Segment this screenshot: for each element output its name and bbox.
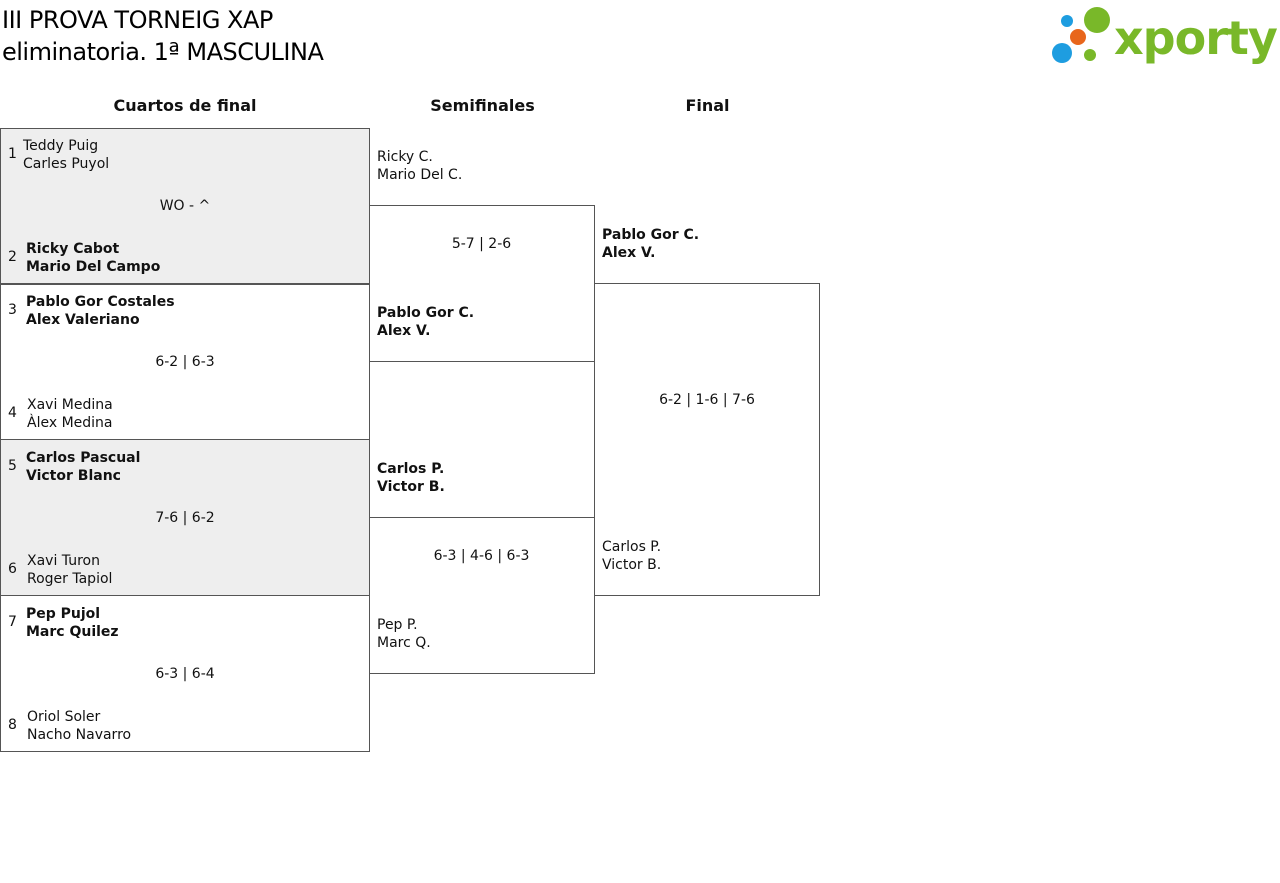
quarterfinal-match-4: 7 Pep Pujol Marc Quilez 6-3 | 6-4 8 Orio… xyxy=(0,595,370,752)
final-team-bottom: Carlos P. Victor B. xyxy=(602,538,661,574)
seed-number: 7 xyxy=(8,614,17,630)
seed-number: 1 xyxy=(8,146,17,162)
match-score: WO - ^ xyxy=(159,198,211,214)
round-header-semifinals: Semifinales xyxy=(430,96,535,115)
team-top: Teddy Puig Carles Puyol xyxy=(23,137,109,173)
round-header-quarterfinals: Cuartos de final xyxy=(113,96,257,115)
player-name: Carlos P. xyxy=(377,461,445,477)
seed-number: 8 xyxy=(8,717,17,733)
player-name: Alex V. xyxy=(377,323,431,339)
match-score: 7-6 | 6-2 xyxy=(155,510,215,526)
player-name: Pablo Gor Costales xyxy=(26,294,175,310)
final-team-top-winner: Pablo Gor C. Alex V. xyxy=(602,226,699,262)
player-name: Ricky C. xyxy=(377,149,433,165)
player-name: Mario Del Campo xyxy=(26,259,161,275)
player-name: Pep P. xyxy=(377,617,418,633)
player-name: Pep Pujol xyxy=(26,606,101,622)
seed-number: 5 xyxy=(8,458,17,474)
team-bottom: Xavi Turon Roger Tapiol xyxy=(27,552,112,588)
player-name: Pablo Gor C. xyxy=(602,227,700,243)
match-score: 6-2 | 6-3 xyxy=(155,354,215,370)
player-name: Marc Quilez xyxy=(26,624,119,640)
player-name: Nacho Navarro xyxy=(27,727,132,743)
round-header-final: Final xyxy=(685,96,730,115)
semifinal-2-team-bottom: Pep P. Marc Q. xyxy=(377,616,431,652)
team-bottom: Xavi Medina Àlex Medina xyxy=(27,396,113,432)
player-name: Mario Del C. xyxy=(377,167,463,183)
seed-number: 2 xyxy=(8,249,17,265)
player-name: Pablo Gor C. xyxy=(377,305,475,321)
player-name: Victor B. xyxy=(602,557,662,573)
player-name: Alex Valeriano xyxy=(26,312,140,328)
semifinal-2-team-top-winner: Carlos P. Victor B. xyxy=(377,460,445,496)
team-top-winner: Pep Pujol Marc Quilez xyxy=(26,605,119,641)
player-name: Teddy Puig xyxy=(23,138,99,154)
player-name: Carles Puyol xyxy=(23,156,110,172)
seed-number: 6 xyxy=(8,561,17,577)
logo-wordmark: xporty xyxy=(1114,11,1278,65)
semifinal-2-score: 6-3 | 4-6 | 6-3 xyxy=(433,548,530,564)
team-bottom: Oriol Soler Nacho Navarro xyxy=(27,708,131,744)
player-name: Victor Blanc xyxy=(26,468,121,484)
xporty-logo[interactable]: xporty xyxy=(1050,4,1278,68)
player-name: Oriol Soler xyxy=(27,709,101,725)
seed-number: 4 xyxy=(8,405,17,421)
quarterfinal-match-2: 3 Pablo Gor Costales Alex Valeriano 6-2 … xyxy=(0,283,370,440)
xporty-dots-icon xyxy=(1052,7,1110,63)
team-bottom-winner: Ricky Cabot Mario Del Campo xyxy=(26,240,160,276)
semifinal-1-team-top: Ricky C. Mario Del C. xyxy=(377,148,462,184)
title-line-2: eliminatoria. 1ª MASCULINA xyxy=(2,38,324,66)
player-name: Carlos P. xyxy=(602,539,662,555)
page-title: III PROVA TORNEIG XAP eliminatoria. 1ª M… xyxy=(2,4,324,68)
team-top-winner: Pablo Gor Costales Alex Valeriano xyxy=(26,293,175,329)
player-name: Xavi Turon xyxy=(27,553,100,569)
seed-number: 3 xyxy=(8,302,17,318)
quarterfinal-match-3: 5 Carlos Pascual Victor Blanc 7-6 | 6-2 … xyxy=(0,439,370,596)
semifinal-1-score: 5-7 | 2-6 xyxy=(451,236,512,252)
match-score: 6-3 | 6-4 xyxy=(155,666,215,682)
player-name: Àlex Medina xyxy=(27,415,113,431)
title-line-1: III PROVA TORNEIG XAP xyxy=(2,6,273,34)
team-top-winner: Carlos Pascual Victor Blanc xyxy=(26,449,140,485)
player-name: Marc Q. xyxy=(377,635,431,651)
quarterfinal-match-1: 1 Teddy Puig Carles Puyol WO - ^ 2 Ricky… xyxy=(0,128,370,285)
semifinal-1-team-bottom-winner: Pablo Gor C. Alex V. xyxy=(377,304,474,340)
player-name: Alex V. xyxy=(602,245,656,261)
player-name: Carlos Pascual xyxy=(26,450,141,466)
player-name: Roger Tapiol xyxy=(27,571,113,587)
player-name: Victor B. xyxy=(377,479,445,495)
player-name: Ricky Cabot xyxy=(26,241,120,257)
player-name: Xavi Medina xyxy=(27,397,113,413)
final-bracket xyxy=(594,283,820,596)
final-score: 6-2 | 1-6 | 7-6 xyxy=(659,392,755,408)
